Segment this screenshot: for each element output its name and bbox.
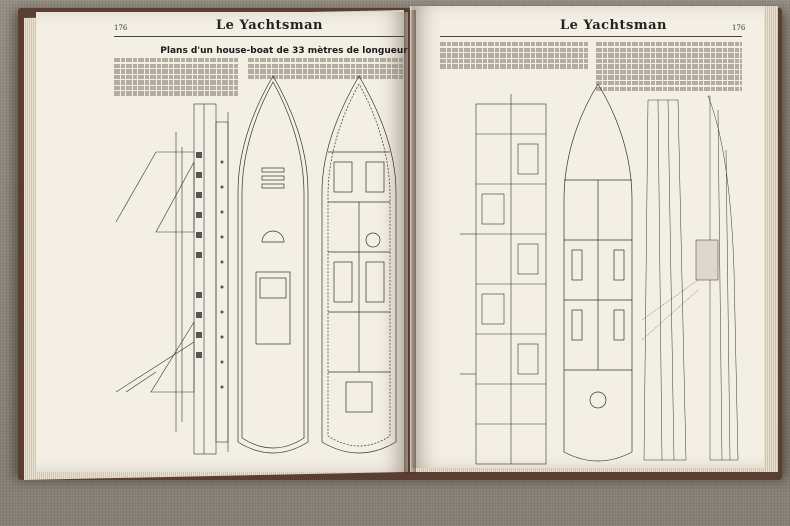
left-head-rule — [114, 36, 404, 37]
right-page-column-1 — [440, 42, 588, 72]
right-running-head: Le Yachtsman — [560, 18, 667, 33]
main-deck-plan — [321, 75, 397, 454]
left-page: 176 Le Yachtsman Plans d'un house-boat d… — [36, 12, 408, 472]
left-running-head: Le Yachtsman — [216, 18, 323, 33]
right-page-column-2 — [596, 42, 742, 102]
lower-deck-plan — [563, 83, 633, 462]
right-page: Le Yachtsman 176 — [412, 6, 764, 468]
right-page-number: 176 — [732, 24, 746, 32]
plans-title: Plans d'un house-boat de 33 mètres de lo… — [160, 46, 408, 56]
side-elevation-drawing — [115, 103, 229, 455]
longitudinal-section-drawing — [460, 94, 547, 465]
hull-lines-drawing — [641, 95, 739, 461]
upper-deck-plan — [237, 75, 309, 454]
left-column-text — [114, 58, 238, 98]
right-column-text — [248, 58, 404, 84]
left-page-number: 176 — [114, 24, 128, 32]
book-gutter — [404, 10, 416, 474]
right-head-rule — [440, 36, 742, 37]
